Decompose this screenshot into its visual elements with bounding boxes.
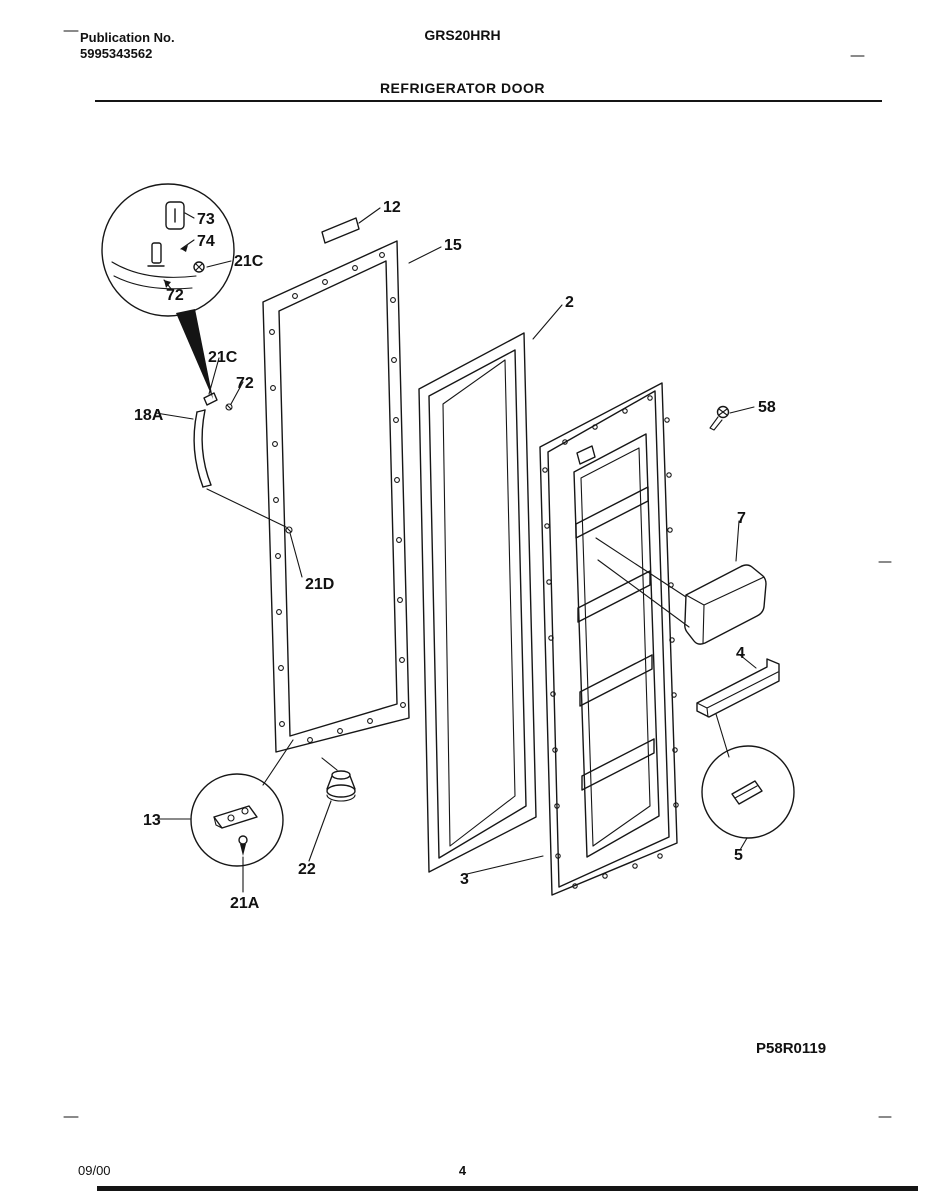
part-72-screw (225, 403, 233, 411)
callout-3: 3 (460, 871, 469, 888)
footer-date: 09/00 (78, 1163, 111, 1178)
footer-rule (97, 1186, 918, 1191)
callout-15: 15 (444, 237, 462, 254)
callout-74: 74 (197, 233, 215, 250)
page-title: REFRIGERATOR DOOR (379, 80, 546, 96)
callout-13: 13 (143, 812, 161, 829)
page-number: 4 (458, 1163, 467, 1178)
callout-21c-top: 21C (234, 253, 264, 270)
part-13-detail-bubble (190, 773, 284, 867)
crop-marks (63, 30, 892, 1118)
part-18a-trim (193, 409, 212, 488)
publication-label: Publication No. (80, 30, 175, 45)
callout-4: 4 (736, 645, 745, 662)
callout-7: 7 (737, 510, 746, 527)
part-5-detail-bubble (701, 745, 795, 839)
callout-18a: 18A (134, 407, 164, 424)
callout-21d: 21D (305, 576, 334, 593)
part-58-screw (709, 405, 730, 431)
publication-number: 5995343562 (80, 46, 153, 61)
callout-labels: 73 74 21C 72 21C 72 18A 21D 12 15 2 58 7… (134, 199, 776, 912)
part-15-outer-door-panel (203, 240, 410, 753)
part-4-shelf-rail (696, 658, 780, 718)
door-shelves (575, 486, 655, 791)
part-21a-pin (238, 835, 248, 856)
part-21c-clip (203, 392, 218, 406)
part-3-inner-door-panel (539, 382, 679, 896)
part-21d-screw (285, 526, 293, 534)
part-7-dairy-bin (684, 564, 767, 645)
part-21c-screw (193, 261, 205, 273)
callout-72-mid: 72 (236, 375, 254, 392)
detail-pointer-wedge (176, 309, 213, 399)
callout-2: 2 (565, 294, 574, 311)
callout-5: 5 (734, 847, 743, 864)
part-12-plate (321, 217, 360, 244)
callout-12: 12 (383, 199, 401, 216)
callout-21c-mid: 21C (208, 349, 238, 366)
hinge-detail-bubble (101, 183, 235, 399)
callout-72-top: 72 (166, 287, 184, 304)
diagram-code: P58R0119 (756, 1040, 827, 1057)
part-2-door-gasket (418, 332, 537, 873)
part-74-hinge-pin (147, 242, 165, 267)
callout-22: 22 (298, 861, 316, 878)
door-screw-holes (269, 252, 406, 743)
title-underline (95, 100, 882, 102)
model-number: GRS20HRH (424, 27, 501, 43)
callout-58: 58 (758, 399, 776, 416)
part-22-grommet (326, 770, 356, 802)
part-73-clip (165, 201, 185, 230)
callout-21a: 21A (230, 895, 260, 912)
callout-73: 73 (197, 211, 215, 228)
leader-lines (155, 207, 757, 893)
